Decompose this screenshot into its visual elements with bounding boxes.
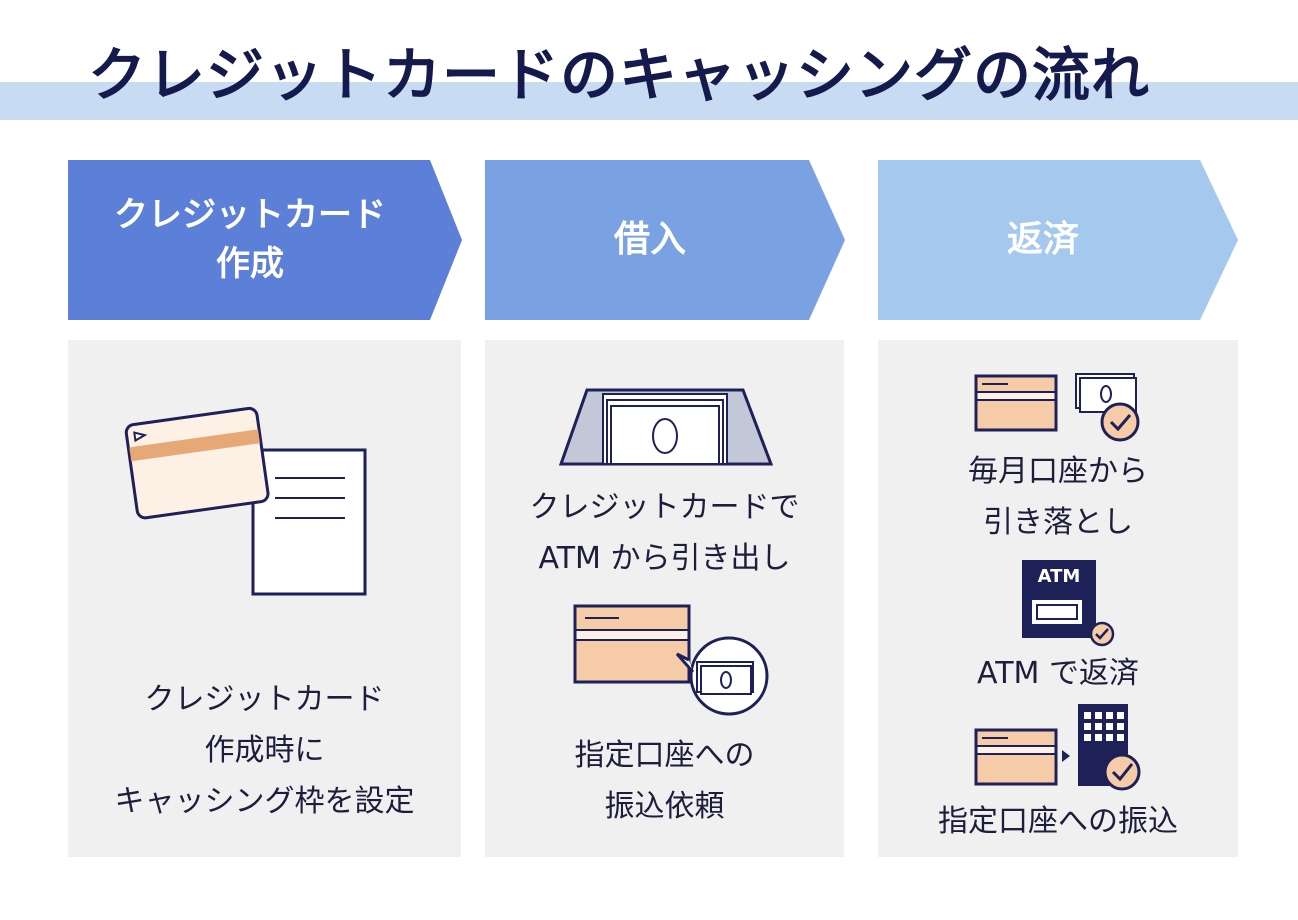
- panel-borrowing: クレジットカードで ATM から引き出し 指定口座への 振込依頼: [485, 340, 844, 857]
- atm-cash-tray-icon: [558, 388, 774, 466]
- panel-card-creation: クレジットカード 作成時に キャッシング枠を設定: [68, 340, 461, 857]
- atm-repay-caption: ATM で返済: [878, 648, 1238, 699]
- caption-line: クレジットカードで: [529, 490, 800, 525]
- caption-line: ATM で返済: [977, 656, 1139, 691]
- transfer-request-caption: 指定口座への 振込依頼: [485, 730, 844, 832]
- caption-line: 作成時に: [204, 733, 325, 768]
- account-debit-icon: [974, 373, 1140, 442]
- caption-line: 毎月口座から: [968, 454, 1148, 489]
- step-label-line2: 作成: [216, 244, 284, 284]
- card-creation-caption: クレジットカード 作成時に キャッシング枠を設定: [68, 674, 461, 827]
- atm-machine-icon: ATM: [1022, 560, 1118, 648]
- step-card-creation: クレジットカード 作成: [68, 160, 462, 320]
- step-label: 返済: [1006, 218, 1079, 260]
- step-borrowing: 借入: [485, 160, 845, 320]
- caption-line: 振込依頼: [604, 789, 725, 824]
- caption-line: ATM から引き出し: [538, 541, 791, 576]
- bank-transfer-request-icon: [573, 604, 769, 716]
- caption-line: キャッシング枠を設定: [114, 784, 415, 819]
- step-repayment: 返済: [878, 160, 1238, 320]
- step-label-line1: クレジットカード: [114, 194, 386, 235]
- step-label: 借入: [613, 218, 686, 260]
- caption-line: 指定口座への: [574, 738, 755, 773]
- transfer-repay-caption: 指定口座への振込: [878, 796, 1238, 847]
- atm-withdraw-caption: クレジットカードで ATM から引き出し: [485, 482, 844, 584]
- caption-line: 指定口座への振込: [938, 804, 1178, 839]
- credit-card-application-icon: [124, 406, 367, 596]
- title-highlight-band: [0, 82, 1298, 120]
- caption-line: クレジットカード: [144, 682, 385, 717]
- panel-repayment: 毎月口座から 引き落とし ATM ATM で返済 指定口座への振込: [878, 340, 1238, 857]
- caption-line: 引き落とし: [983, 505, 1133, 540]
- bank-transfer-icon: [974, 704, 1141, 791]
- atm-sign-label: ATM: [1037, 566, 1081, 587]
- page-title: クレジットカードのキャッシングの流れ: [88, 41, 1151, 109]
- monthly-debit-caption: 毎月口座から 引き落とし: [878, 446, 1238, 548]
